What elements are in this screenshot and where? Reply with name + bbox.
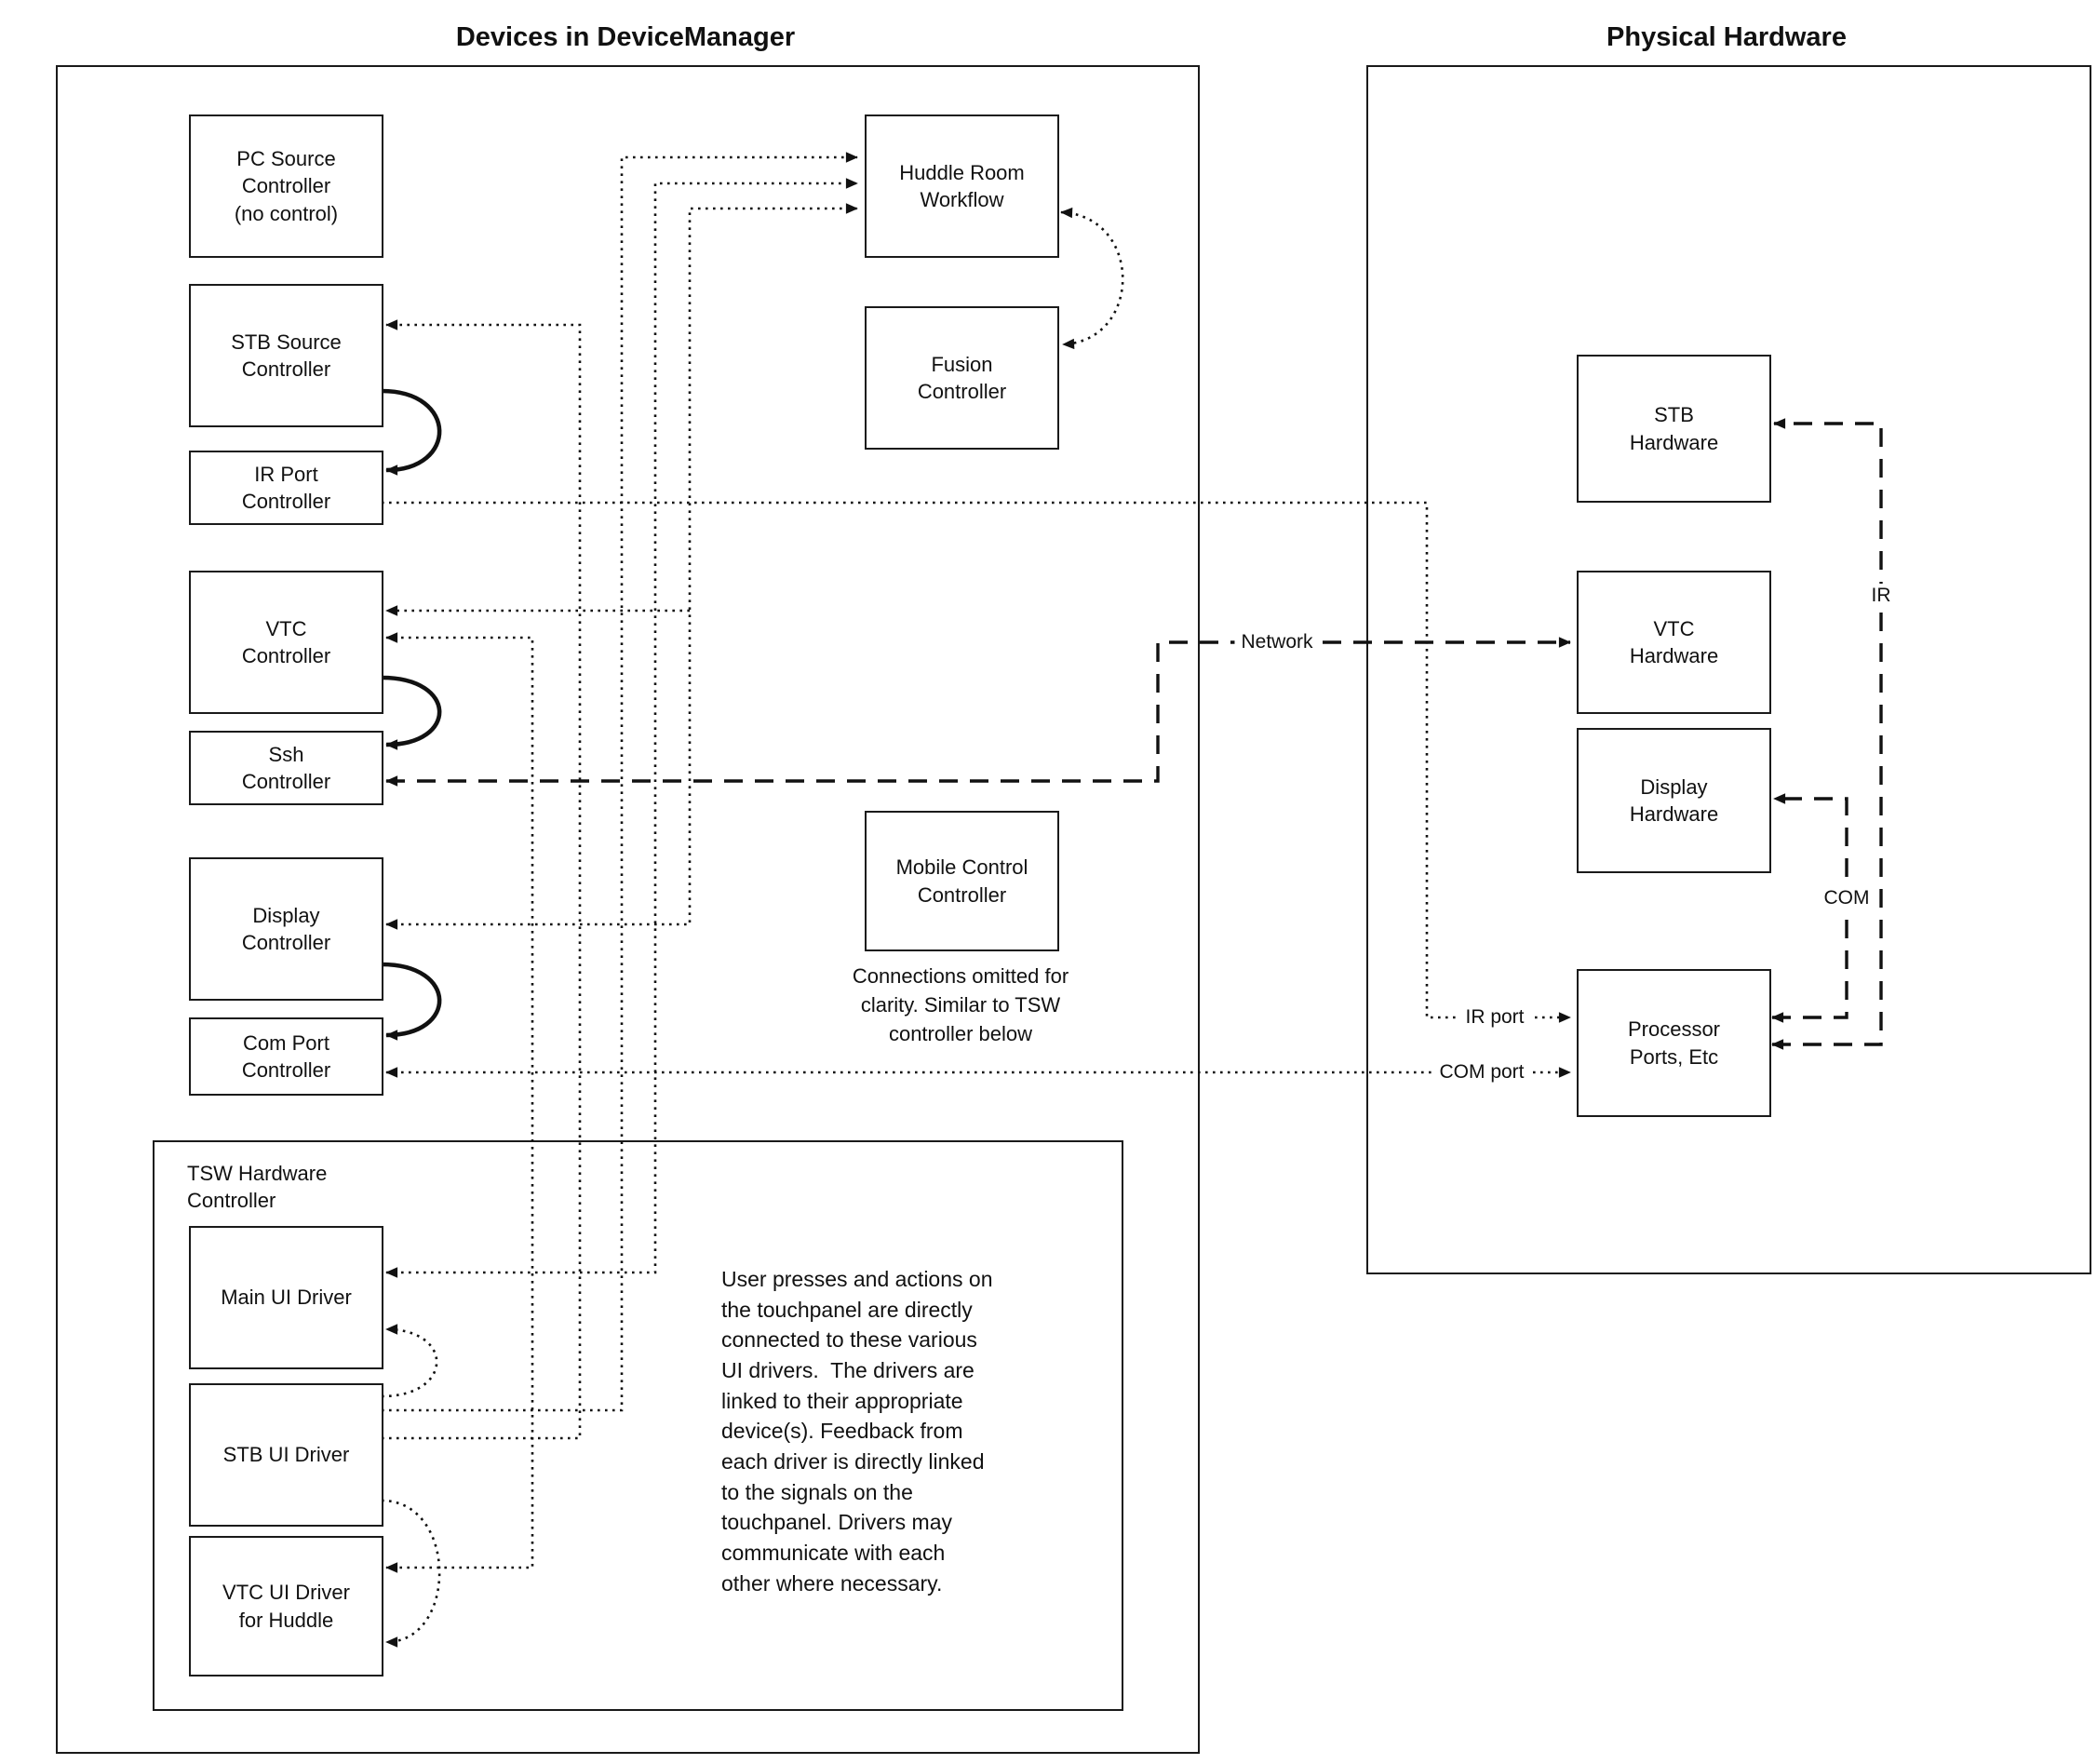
display-controller-box: Display Controller <box>189 857 383 1001</box>
pc-source-controller-box: PC Source Controller (no control) <box>189 114 383 258</box>
conn-display-to-com-port <box>381 962 442 1041</box>
conn-display-controller-huddle-workflow <box>385 203 858 930</box>
fusion-controller-label: Fusion Controller <box>917 352 1007 403</box>
vtc-hardware-box: VTC Hardware <box>1577 571 1771 714</box>
ir-port-wire-label: IR port <box>1458 1005 1531 1030</box>
ir-wire-label: IR <box>1864 584 1898 608</box>
conn-vtc-controller-vtc-ui-driver <box>385 632 534 1573</box>
tsw-drivers-note: User presses and actions on the touchpan… <box>721 1267 993 1596</box>
vtc-ui-driver-label: VTC UI Driver for Huddle <box>222 1581 350 1632</box>
com-port-wire-label: COM port <box>1432 1060 1531 1084</box>
device-manager-title: Devices in DeviceManager <box>455 22 796 52</box>
mobile-control-controller-label: Mobile Control Controller <box>895 855 1028 907</box>
conn-stb-source-to-ir-port <box>381 388 442 476</box>
processor-ports-label: Processor Ports, Etc <box>1627 1017 1721 1069</box>
tsw-hardware-controller-label: TSW Hardware Controller <box>187 1162 328 1213</box>
mobile-control-note: Connections omitted for clarity. Similar… <box>852 964 1069 1045</box>
display-hardware-box: Display Hardware <box>1577 728 1771 873</box>
mobile-control-controller-box: Mobile Control Controller <box>865 811 1059 951</box>
main-ui-driver-box: Main UI Driver <box>189 1226 383 1369</box>
processor-ports-box: Processor Ports, Etc <box>1577 969 1771 1117</box>
stb-hardware-box: STB Hardware <box>1577 355 1771 503</box>
stb-ui-driver-label: STB UI Driver <box>222 1443 350 1467</box>
display-controller-label: Display Controller <box>241 903 331 954</box>
fusion-controller-box: Fusion Controller <box>865 306 1059 450</box>
huddle-room-workflow-box: Huddle Room Workflow <box>865 114 1059 258</box>
vtc-ui-driver-box: VTC UI Driver for Huddle <box>189 1536 383 1676</box>
conn-processor-ir-stb-hardware <box>1771 418 1883 1050</box>
pc-source-controller-label: PC Source Controller (no control) <box>234 147 339 225</box>
main-ui-driver-label: Main UI Driver <box>221 1286 352 1310</box>
conn-stb-ui-to-main-ui-loop <box>381 1324 438 1398</box>
stb-hardware-label: STB Hardware <box>1629 403 1719 454</box>
display-hardware-label: Display Hardware <box>1629 774 1719 826</box>
stb-ui-driver-box: STB UI Driver <box>189 1383 383 1527</box>
conn-stb-ui-to-vtc-ui-loop <box>381 1499 441 1648</box>
conn-stb-ui-driver-to-stb-source-controller <box>382 319 582 1440</box>
conn-vtc-to-ssh <box>381 675 442 750</box>
network-wire-label: Network <box>1234 630 1320 654</box>
com-port-controller-box: Com Port Controller <box>189 1017 383 1096</box>
device-manager-container <box>56 65 1200 1754</box>
conn-huddle-fusion-loop <box>1060 207 1124 350</box>
physical-hardware-title: Physical Hardware <box>1606 22 1847 52</box>
vtc-controller-box: VTC Controller <box>189 571 383 714</box>
vtc-controller-label: VTC Controller <box>241 616 331 667</box>
conn-processor-com-display-hardware <box>1771 793 1848 1023</box>
conn-ssh-network-vtc-hardware <box>385 637 1571 787</box>
vtc-hardware-label: VTC Hardware <box>1629 616 1719 667</box>
com-port-controller-label: Com Port Controller <box>241 1030 331 1082</box>
com-wire-label: COM <box>1817 886 1876 910</box>
conn-stb-ui-driver-to-huddle-workflow <box>382 152 858 1412</box>
ssh-controller-label: Ssh Controller <box>241 742 331 793</box>
stb-source-controller-box: STB Source Controller <box>189 284 383 427</box>
stb-source-controller-label: STB Source Controller <box>231 330 342 381</box>
ir-port-controller-label: IR Port Controller <box>241 462 331 513</box>
huddle-room-workflow-label: Huddle Room Workflow <box>899 160 1025 211</box>
ir-port-controller-box: IR Port Controller <box>189 451 383 525</box>
ssh-controller-box: Ssh Controller <box>189 731 383 805</box>
